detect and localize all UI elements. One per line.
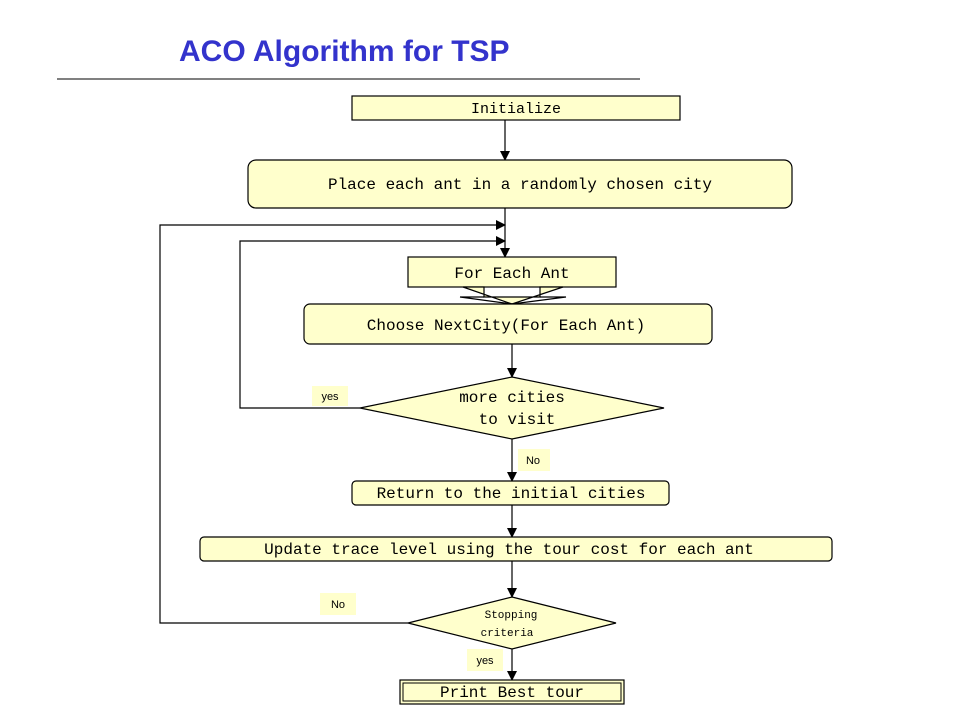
node-stopping-decision <box>407 596 617 650</box>
edge-label-stopping-yes: yes <box>476 655 494 667</box>
edge-label-more-cities-yes: yes <box>321 391 339 403</box>
node-update-trace-label: Update trace level using the tour cost f… <box>264 541 754 559</box>
node-more-cities-decision <box>359 376 665 440</box>
node-for-each-ant-label: For Each Ant <box>454 265 569 283</box>
node-print-best-tour-label: Print Best tour <box>440 684 584 702</box>
edge-more-cities-yes-loop <box>239 236 506 409</box>
node-more-cities-label-2: to visit <box>479 411 556 429</box>
label-box-stopping-no <box>320 593 356 615</box>
label-box-more-cities-no <box>518 449 550 471</box>
node-stopping-label-1: Stopping <box>485 610 538 622</box>
page-title: ACO Algorithm for TSP <box>179 35 510 68</box>
node-choose-next-city-label: Choose NextCity(For Each Ant) <box>367 317 645 335</box>
node-initialize <box>351 95 681 121</box>
edge-label-stopping-no: No <box>331 599 345 611</box>
node-for-each-ant <box>407 256 617 288</box>
node-initialize-label: Initialize <box>471 101 561 118</box>
block-arrow-foreach-to-choose <box>459 296 567 305</box>
node-return-initial <box>351 480 670 506</box>
node-return-initial-label: Return to the initial cities <box>377 485 646 503</box>
node-update-trace <box>199 536 833 562</box>
block-arrow-foreach-to-choose <box>462 286 564 305</box>
node-place-ants-label: Place each ant in a randomly chosen city <box>328 176 712 194</box>
edge-stopping-no-loop <box>159 220 506 624</box>
label-box-more-cities-yes <box>312 386 348 406</box>
edge-label-more-cities-no: No <box>526 455 540 467</box>
node-choose-next-city <box>303 303 713 345</box>
node-print-best-tour <box>399 679 625 705</box>
node-stopping-label-2: criteria <box>481 628 534 640</box>
node-more-cities-label-1: more cities <box>459 389 565 407</box>
node-place-ants <box>247 159 793 209</box>
node-print-best-tour-inner <box>402 682 622 702</box>
label-box-stopping-yes <box>467 649 503 671</box>
